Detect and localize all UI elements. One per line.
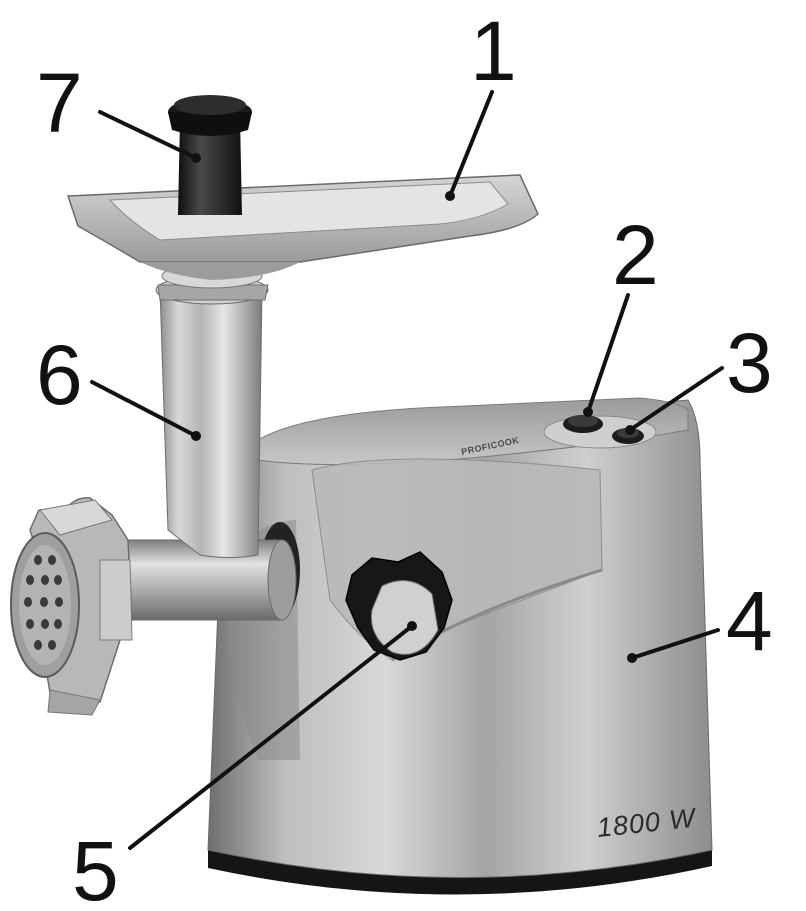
leader-dots bbox=[191, 153, 637, 663]
leader-line-3 bbox=[628, 366, 724, 432]
callout-6: 6 bbox=[36, 328, 83, 422]
leader-dot-4 bbox=[627, 653, 637, 663]
leader-dot-1 bbox=[445, 191, 455, 201]
leader-line-7 bbox=[98, 110, 198, 160]
callout-4: 4 bbox=[726, 574, 773, 668]
perforated-plate bbox=[10, 532, 80, 678]
filler-tray bbox=[66, 174, 539, 280]
leader-line-5 bbox=[128, 624, 414, 850]
filler-tube bbox=[155, 263, 269, 558]
on-off-switch bbox=[563, 415, 603, 433]
leader-dot-6 bbox=[191, 431, 201, 441]
grinding-tube bbox=[99, 522, 300, 621]
leader-line-4 bbox=[630, 628, 720, 660]
lock-knob bbox=[345, 551, 453, 661]
leader-dot-2 bbox=[583, 407, 593, 417]
leader-line-6 bbox=[90, 380, 198, 438]
leader-dot-3 bbox=[625, 425, 635, 435]
leader-line-2 bbox=[586, 293, 630, 414]
motor-housing: PROFICOOK 1800 W bbox=[207, 397, 713, 895]
callout-1: 1 bbox=[470, 4, 517, 98]
leader-line-1 bbox=[448, 90, 494, 198]
leader-lines bbox=[90, 90, 724, 850]
callout-3: 3 bbox=[726, 316, 773, 410]
leader-dot-5 bbox=[407, 621, 417, 631]
callout-7: 7 bbox=[36, 56, 83, 150]
food-pusher bbox=[168, 95, 252, 215]
callout-2: 2 bbox=[612, 208, 659, 302]
callout-5: 5 bbox=[72, 824, 119, 911]
leader-dot-7 bbox=[191, 153, 201, 163]
